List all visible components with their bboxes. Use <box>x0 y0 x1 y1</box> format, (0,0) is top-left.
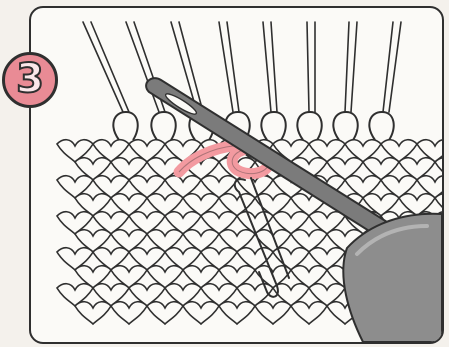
knit-stitch <box>183 302 219 324</box>
step-number: 3 <box>16 59 44 99</box>
knit-stitch <box>291 302 327 324</box>
step-number-badge: 3 <box>2 52 58 108</box>
knit-stitch <box>219 302 255 324</box>
knit-stitch <box>147 302 183 324</box>
live-stitch-strands <box>83 22 401 112</box>
live-loops <box>113 112 393 140</box>
illustration-frame <box>29 6 444 344</box>
knit-stitch <box>255 302 291 324</box>
knitting-illustration <box>31 8 442 342</box>
knit-stitch <box>111 302 147 324</box>
knit-stitch <box>75 302 111 324</box>
